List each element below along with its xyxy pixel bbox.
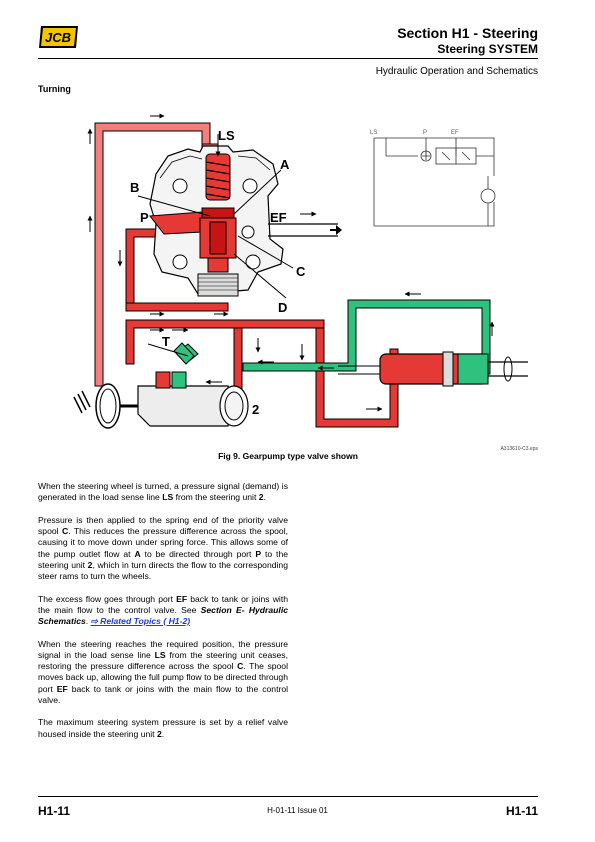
ef-outlet-arrow [330,225,342,235]
schematic-label-p: P [423,130,427,136]
steer-ram [338,351,528,387]
figure-caption: Fig 9. Gearpump type valve shown [218,451,358,461]
footer-page-left: H1-11 [38,804,71,818]
label-ef: EF [270,210,287,225]
footer-issue: H-01-11 Issue 01 [267,806,328,815]
hydraulic-diagram: LS P EF LS A B P EF C D T 2 [73,113,528,429]
header-rule [38,58,538,59]
label-c: C [296,264,306,279]
pressure-line-p [125,228,399,428]
schematic-label-ls: LS [370,130,377,136]
section-heading: Turning [38,84,71,94]
logo-text: JCB [45,30,71,45]
return-line [173,299,491,375]
label-2: 2 [252,402,259,417]
steering-unit [73,371,249,429]
label-ls: LS [218,128,235,143]
label-p: P [140,210,149,225]
label-b: B [130,180,139,195]
footer-page-right: H1-11 [505,804,538,818]
body-text: When the steering wheel is turned, a pre… [38,481,288,751]
footer-rule [38,796,538,797]
paragraph-2: Pressure is then applied to the spring e… [38,514,288,581]
priority-valve [149,134,338,297]
jcb-logo: JCB [39,26,78,48]
label-t: T [162,334,170,349]
related-topics-link[interactable]: ⇨ Related Topics ( H1-2) [90,616,191,627]
subsection-title: Hydraulic Operation and Schematics [375,66,538,77]
schematic-label-ef: EF [451,130,459,136]
paragraph-4: When the steering reaches the required p… [38,638,289,705]
label-d: D [278,300,287,315]
paragraph-3: The excess flow goes through port EF bac… [38,593,288,627]
label-a: A [280,157,290,172]
paragraph-5: The maximum steering system pressure is … [38,717,288,739]
section-title: Section H1 - Steering [397,25,538,41]
hydraulic-schematic: LS P EF [370,130,496,227]
figure-reference: A313610-C3.eps [500,446,538,452]
paragraph-1: When the steering wheel is turned, a pre… [38,481,288,503]
section-subtitle: Steering SYSTEM [437,42,538,56]
